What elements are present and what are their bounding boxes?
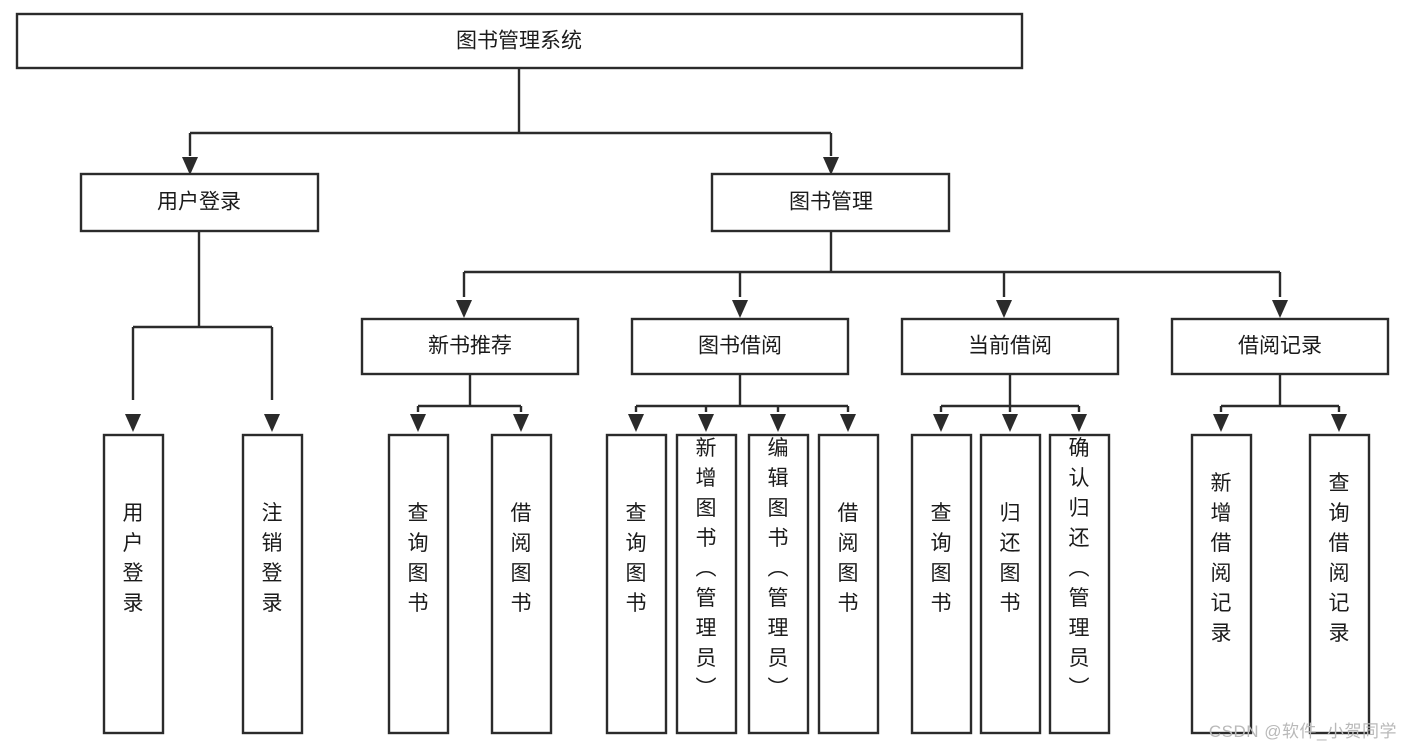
node-root[interactable]: 图书管理系统 bbox=[15, 12, 1024, 70]
connector-group-root bbox=[182, 68, 839, 175]
node-book-manage-label: 图书管理 bbox=[789, 191, 873, 214]
leaf-new-book-rec-1-label: 查询图书 bbox=[408, 502, 429, 615]
leaf-current-borrow-2-label: 归还图书 bbox=[1000, 502, 1021, 615]
arrow-root-to-user-login bbox=[182, 157, 198, 175]
node-borrow-record[interactable]: 借阅记录 bbox=[1170, 317, 1390, 376]
node-book-manage[interactable]: 图书管理 bbox=[710, 172, 951, 233]
node-book-borrow-label: 图书借阅 bbox=[698, 335, 782, 358]
node-current-borrow[interactable]: 当前借阅 bbox=[900, 317, 1120, 376]
leaf-current-borrow-3[interactable]: 确认归还︵管理员︶ bbox=[1048, 433, 1111, 735]
arrow-cb-leaf-1 bbox=[933, 414, 949, 432]
leaf-current-borrow-3-box bbox=[1048, 433, 1111, 735]
leaf-book-borrow-3-label: 编辑图书︵管理员︶ bbox=[768, 437, 789, 700]
connector-group-borrow-record bbox=[1213, 374, 1347, 432]
leaf-new-book-rec-2-box bbox=[490, 433, 553, 735]
node-user-login-label: 用户登录 bbox=[157, 191, 241, 214]
leaf-borrow-record-2[interactable]: 查询借阅记录 bbox=[1308, 433, 1371, 735]
node-borrow-record-label: 借阅记录 bbox=[1238, 335, 1322, 358]
arrow-nbr-leaf-2 bbox=[513, 414, 529, 432]
connector-group-book-manage bbox=[456, 231, 1288, 318]
arrow-br-leaf-2 bbox=[1331, 414, 1347, 432]
leaf-current-borrow-1-box bbox=[910, 433, 973, 735]
leaf-book-borrow-2-label: 新增图书︵管理员︶ bbox=[696, 437, 717, 700]
node-user-login[interactable]: 用户登录 bbox=[79, 172, 320, 233]
node-book-borrow[interactable]: 图书借阅 bbox=[630, 317, 850, 376]
arrow-to-book-borrow bbox=[732, 300, 748, 318]
arrow-bb-leaf-1 bbox=[628, 414, 644, 432]
leaf-new-book-rec-1[interactable]: 查询图书 bbox=[387, 433, 450, 735]
node-new-book-rec-label: 新书推荐 bbox=[428, 335, 512, 358]
leaf-borrow-record-1-box bbox=[1190, 433, 1253, 735]
leaf-borrow-record-2-label: 查询借阅记录 bbox=[1329, 472, 1350, 645]
node-current-borrow-label: 当前借阅 bbox=[968, 335, 1052, 358]
leaf-book-borrow-3-box bbox=[747, 433, 810, 735]
leaf-new-book-rec-1-box bbox=[387, 433, 450, 735]
leaf-borrow-record-1[interactable]: 新增借阅记录 bbox=[1190, 433, 1253, 735]
leaf-user-login-2[interactable]: 注销登录 bbox=[241, 433, 304, 735]
leaf-current-borrow-2[interactable]: 归还图书 bbox=[979, 433, 1042, 735]
arrow-cb-leaf-3 bbox=[1071, 414, 1087, 432]
node-root-label: 图书管理系统 bbox=[456, 30, 582, 53]
arrow-cb-leaf-2 bbox=[1002, 414, 1018, 432]
connector-group-book-borrow bbox=[628, 374, 856, 432]
leaf-current-borrow-1[interactable]: 查询图书 bbox=[910, 433, 973, 735]
node-root-box bbox=[15, 12, 1024, 70]
leaf-user-login-1-box bbox=[102, 433, 165, 735]
leaf-new-book-rec-2-label: 借阅图书 bbox=[511, 502, 532, 615]
node-current-borrow-box bbox=[900, 317, 1120, 376]
arrow-to-new-book-rec bbox=[456, 300, 472, 318]
node-new-book-rec-box bbox=[360, 317, 580, 376]
leaf-book-borrow-4-label: 借阅图书 bbox=[838, 502, 859, 615]
arrow-user-login-leaf-1 bbox=[125, 414, 141, 432]
arrow-br-leaf-1 bbox=[1213, 414, 1229, 432]
arrow-to-borrow-record bbox=[1272, 300, 1288, 318]
leaf-current-borrow-1-label: 查询图书 bbox=[931, 502, 952, 615]
leaf-user-login-2-label: 注销登录 bbox=[262, 502, 283, 615]
leaf-book-borrow-2-box bbox=[675, 433, 738, 735]
leaf-borrow-record-2-box bbox=[1308, 433, 1371, 735]
leaf-book-borrow-2[interactable]: 新增图书︵管理员︶ bbox=[675, 433, 738, 735]
node-borrow-record-box bbox=[1170, 317, 1390, 376]
leaf-user-login-2-box bbox=[241, 433, 304, 735]
leaf-current-borrow-3-label: 确认归还︵管理员︶ bbox=[1069, 437, 1090, 700]
connector-group-user-login bbox=[125, 231, 280, 432]
leaf-book-borrow-1-box bbox=[605, 433, 668, 735]
connector-group-current-borrow bbox=[933, 374, 1087, 432]
leaf-book-borrow-4-box bbox=[817, 433, 880, 735]
arrow-bb-leaf-4 bbox=[840, 414, 856, 432]
node-new-book-rec[interactable]: 新书推荐 bbox=[360, 317, 580, 376]
arrow-bb-leaf-2 bbox=[698, 414, 714, 432]
arrow-user-login-leaf-2 bbox=[264, 414, 280, 432]
arrow-root-to-book-manage bbox=[823, 157, 839, 175]
leaf-user-login-1[interactable]: 用户登录 bbox=[102, 433, 165, 735]
leaf-new-book-rec-2[interactable]: 借阅图书 bbox=[490, 433, 553, 735]
node-book-borrow-box bbox=[630, 317, 850, 376]
node-book-manage-box bbox=[710, 172, 951, 233]
node-user-login-box bbox=[79, 172, 320, 233]
leaf-current-borrow-2-box bbox=[979, 433, 1042, 735]
arrow-to-current-borrow bbox=[996, 300, 1012, 318]
connector-group-new-book-rec bbox=[410, 374, 529, 432]
arrow-nbr-leaf-1 bbox=[410, 414, 426, 432]
leaf-book-borrow-3[interactable]: 编辑图书︵管理员︶ bbox=[747, 433, 810, 735]
leaf-book-borrow-1-label: 查询图书 bbox=[626, 502, 647, 615]
leaf-user-login-1-label: 用户登录 bbox=[123, 502, 144, 615]
leaf-borrow-record-1-label: 新增借阅记录 bbox=[1211, 472, 1232, 645]
arrow-bb-leaf-3 bbox=[770, 414, 786, 432]
leaf-book-borrow-1[interactable]: 查询图书 bbox=[605, 433, 668, 735]
leaf-book-borrow-4[interactable]: 借阅图书 bbox=[817, 433, 880, 735]
